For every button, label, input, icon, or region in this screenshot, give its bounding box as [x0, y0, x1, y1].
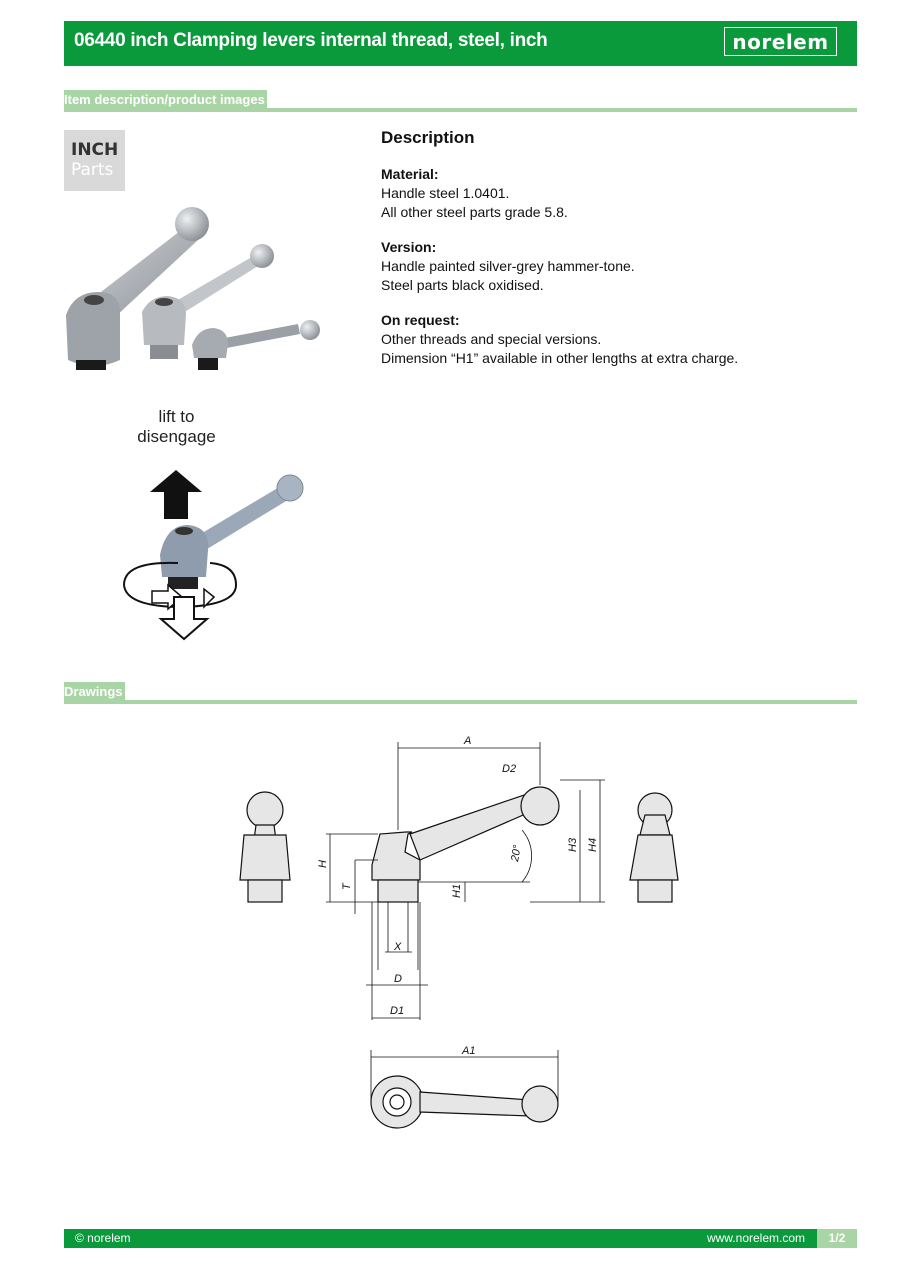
section-divider [64, 108, 857, 112]
logo-text: norelem [732, 29, 829, 54]
page-number: 1/2 [817, 1229, 857, 1248]
website-link[interactable]: www.norelem.com [706, 1231, 805, 1245]
block-heading: On request: [381, 312, 460, 328]
dim-label-T: T [341, 882, 353, 890]
block-heading: Version: [381, 239, 437, 255]
badge-line-1: INCH [71, 140, 119, 160]
section-drawings: Drawings [64, 682, 857, 704]
dim-label-D: D [394, 973, 402, 985]
usage-caption: lift to disengage [64, 407, 289, 447]
section-divider [64, 700, 857, 704]
up-arrow-icon [150, 470, 202, 519]
block-line: Handle painted silver-grey hammer-tone. [381, 258, 635, 274]
norelem-logo: norelem [724, 27, 837, 56]
block-line: Other threads and special versions. [381, 331, 602, 347]
description-panel: Description Material: Handle steel 1.040… [381, 128, 851, 384]
page-title: 06440 inch Clamping levers internal thre… [74, 30, 548, 51]
section-item-description: Item description/product images [64, 90, 857, 112]
usage-caption-line-1: lift to [158, 407, 195, 426]
dim-label-A: A [463, 735, 471, 747]
dim-label-D1: D1 [390, 1005, 404, 1017]
down-arrow-icon [158, 596, 210, 641]
dim-label-H4: H4 [587, 838, 599, 852]
dim-label-D2: D2 [502, 763, 516, 775]
page-footer: © norelem www.norelem.com 1/2 [64, 1229, 857, 1248]
usage-graphic [123, 470, 304, 641]
section-heading: Item description/product images [64, 90, 267, 110]
on-request-block: On request: Other threads and special ve… [381, 311, 851, 368]
usage-caption-line-2: disengage [137, 427, 216, 446]
dim-label-A1: A1 [461, 1045, 475, 1057]
version-block: Version: Handle painted silver-grey hamm… [381, 238, 851, 295]
dim-label-H: H [317, 860, 329, 868]
dim-label-X: X [393, 941, 402, 953]
section-heading: Drawings [64, 682, 125, 702]
material-block: Material: Handle steel 1.0401. All other… [381, 165, 851, 222]
block-line: Dimension “H1” available in other length… [381, 350, 739, 366]
badge-line-2: Parts [71, 160, 114, 180]
block-line: All other steel parts grade 5.8. [381, 204, 568, 220]
dim-label-H1: H1 [451, 884, 463, 898]
product-photo [66, 207, 320, 370]
inch-parts-badge: INCH Parts [64, 130, 125, 191]
block-line: Handle steel 1.0401. [381, 185, 510, 201]
usage-illustration: lift to disengage [64, 385, 322, 657]
technical-drawing: A D2 H T H1 H3 H4 20° X D D1 A1 [239, 735, 679, 1129]
block-heading: Material: [381, 166, 439, 182]
dim-label-angle: 20° [509, 843, 524, 863]
copyright: © norelem [75, 1231, 131, 1245]
description-title: Description [381, 128, 475, 147]
page-header: 06440 inch Clamping levers internal thre… [64, 21, 857, 66]
dim-label-H3: H3 [567, 837, 579, 852]
block-line: Steel parts black oxidised. [381, 277, 544, 293]
